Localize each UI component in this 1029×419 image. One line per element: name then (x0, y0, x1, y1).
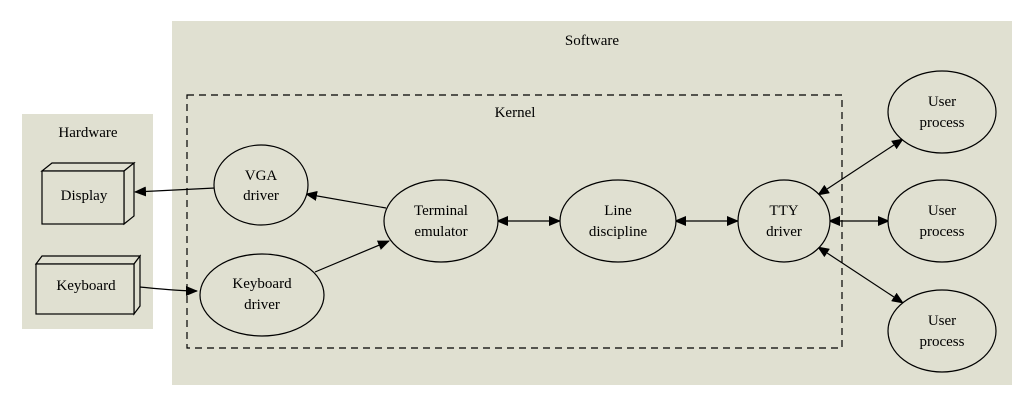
keyboard-driver-node: Keyboard driver (199, 253, 325, 337)
vga-driver-node: VGA driver (213, 144, 309, 226)
tty-driver-label-line1: TTY (769, 203, 798, 219)
terminal-emulator-node: Terminal emulator (383, 179, 499, 263)
line-discipline-label-line1: Line (604, 203, 632, 219)
user-process-node-bottom: User process (887, 289, 997, 373)
kernel-cluster-label: Kernel (495, 105, 536, 121)
hardware-cluster-label: Hardware (58, 125, 117, 141)
edge-tty-user-process-top (817, 138, 904, 196)
tty-driver-label-line2: driver (766, 224, 802, 240)
terminal-emulator-label-line1: Terminal (414, 203, 468, 219)
keyboard-driver-label-line1: Keyboard (232, 276, 292, 292)
edge-tty-user-process-bottom (817, 246, 904, 304)
keyboard-node: Keyboard (34, 254, 142, 316)
user-process-bottom-label-line2: process (920, 334, 965, 350)
keyboard-label: Keyboard (56, 278, 116, 294)
edge-terminal-to-vga (305, 190, 387, 209)
tty-driver-node: TTY driver (737, 179, 831, 263)
display-label: Display (61, 188, 108, 204)
user-process-node-top: User process (887, 70, 997, 154)
edge-vga-to-display (134, 186, 216, 197)
edges (134, 138, 904, 304)
user-process-middle-label-line2: process (920, 224, 965, 240)
user-process-top-label-line1: User (928, 94, 956, 110)
terminal-emulator-label-line2: emulator (414, 224, 467, 240)
user-process-node-middle: User process (887, 179, 997, 263)
edge-keyboard-driver-to-terminal (314, 240, 390, 273)
edge-keyboard-to-keyboard-driver (139, 285, 198, 296)
display-node: Display (40, 161, 136, 226)
line-discipline-label-line2: discipline (589, 224, 648, 240)
keyboard-driver-label-line2: driver (244, 297, 280, 313)
user-process-top-label-line2: process (920, 115, 965, 131)
user-process-bottom-label-line1: User (928, 313, 956, 329)
vga-driver-label-line2: driver (243, 188, 279, 204)
vga-driver-label-line1: VGA (245, 168, 278, 184)
software-cluster-label: Software (565, 33, 619, 49)
line-discipline-node: Line discipline (559, 179, 677, 263)
user-process-middle-label-line1: User (928, 203, 956, 219)
